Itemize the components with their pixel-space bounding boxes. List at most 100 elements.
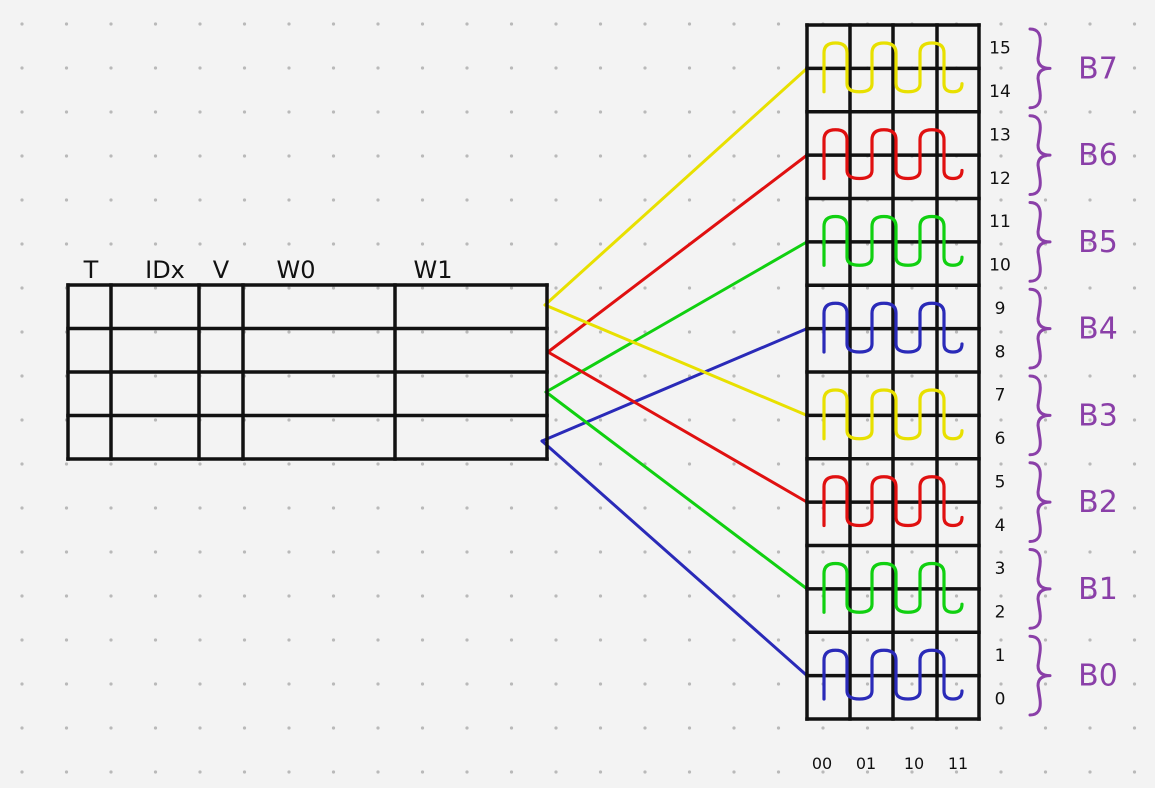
grid-dot (776, 242, 781, 246)
grid-dot (509, 726, 514, 730)
grid-dot (420, 594, 425, 598)
grid-dot (287, 550, 291, 554)
grid-dot (509, 22, 514, 26)
grid-dot (20, 110, 24, 114)
grid-dot (420, 374, 425, 378)
grid-dot (64, 770, 69, 774)
grid-dot (1043, 682, 1048, 686)
grid-dot (776, 506, 781, 510)
grid-dot (331, 506, 336, 510)
grid-dot (1088, 462, 1092, 466)
grid-dot (554, 506, 558, 510)
grid-dot (865, 594, 870, 598)
grid-dot (20, 330, 24, 334)
grid-dot (242, 638, 247, 642)
grid-dot (420, 286, 425, 290)
grid-dot (554, 638, 558, 642)
grid-dot (509, 110, 514, 114)
grid-dot (732, 594, 736, 598)
memory-row-label: 11 (989, 212, 1011, 232)
grid-dot (287, 66, 291, 70)
grid-dot (153, 198, 158, 202)
grid-dot (64, 550, 69, 554)
grid-dot (1088, 506, 1092, 510)
cache-table (66, 283, 549, 461)
grid-dot (1088, 726, 1092, 730)
block-scribble (822, 648, 964, 701)
grid-dot (509, 462, 514, 466)
grid-dot (198, 242, 202, 246)
grid-dot (776, 154, 781, 158)
grid-dot (109, 550, 113, 554)
grid-dot (109, 66, 113, 70)
grid-dot (598, 638, 603, 642)
grid-dot (287, 770, 291, 774)
grid-dot (153, 682, 158, 686)
grid-dot (465, 462, 469, 466)
grid-dot (954, 330, 959, 334)
grid-dot (64, 66, 69, 70)
mapping-lines (540, 66, 809, 678)
grid-dot (465, 726, 469, 730)
grid-dot (20, 594, 24, 598)
grid-dot (331, 682, 336, 686)
grid-dot (1088, 682, 1092, 686)
grid-dot (465, 198, 469, 202)
grid-dot (1043, 110, 1048, 114)
block-label: B0 (1078, 659, 1118, 694)
grid-dot (153, 22, 158, 26)
grid-dot (109, 154, 113, 158)
grid-dot (376, 66, 380, 70)
cache-header-label: W0 (277, 256, 316, 284)
grid-dot (687, 594, 692, 598)
grid-dot (509, 594, 514, 598)
grid-dot (1043, 330, 1048, 334)
grid-dot (153, 550, 158, 554)
grid-dot (242, 198, 247, 202)
cache-header-label: IDx (145, 256, 185, 284)
grid-dot (64, 462, 69, 466)
grid-dot (109, 770, 113, 774)
grid-dot (198, 638, 202, 642)
grid-dot (598, 550, 603, 554)
grid-dot (64, 638, 69, 642)
block-scribble (822, 301, 964, 354)
grid-dot (420, 726, 425, 730)
grid-dot (465, 770, 469, 774)
grid-dot (999, 594, 1003, 598)
grid-dot (331, 550, 336, 554)
grid-dot (687, 550, 692, 554)
grid-dot (954, 726, 959, 730)
grid-dot (732, 330, 736, 334)
grid-dot (1132, 550, 1137, 554)
grid-dot (732, 22, 736, 26)
grid-dot (999, 770, 1003, 774)
grid-dot (554, 198, 558, 202)
grid-dot (198, 550, 202, 554)
grid-dot (287, 726, 291, 730)
grid-dot (420, 330, 425, 334)
memory-row-label: 13 (989, 125, 1011, 145)
grid-dot (1132, 110, 1137, 114)
grid-dot (420, 198, 425, 202)
grid-dot (1088, 110, 1092, 114)
grid-dot (598, 66, 603, 70)
grid-dot (509, 682, 514, 686)
block-label: B1 (1078, 572, 1118, 607)
grid-dot (287, 374, 291, 378)
grid-dot (287, 22, 291, 26)
block-label: B2 (1078, 485, 1118, 520)
grid-dot (331, 66, 336, 70)
grid-dot (153, 242, 158, 246)
grid-dot (376, 462, 380, 466)
grid-dot (999, 198, 1003, 202)
block-brace (1028, 374, 1052, 457)
grid-dot (1088, 22, 1092, 26)
grid-dot (643, 198, 647, 202)
grid-dot (509, 374, 514, 378)
grid-dot (865, 374, 870, 378)
block-scribble (822, 41, 964, 94)
grid-dot (465, 374, 469, 378)
grid-dot (954, 418, 959, 422)
grid-dot (1132, 638, 1137, 642)
